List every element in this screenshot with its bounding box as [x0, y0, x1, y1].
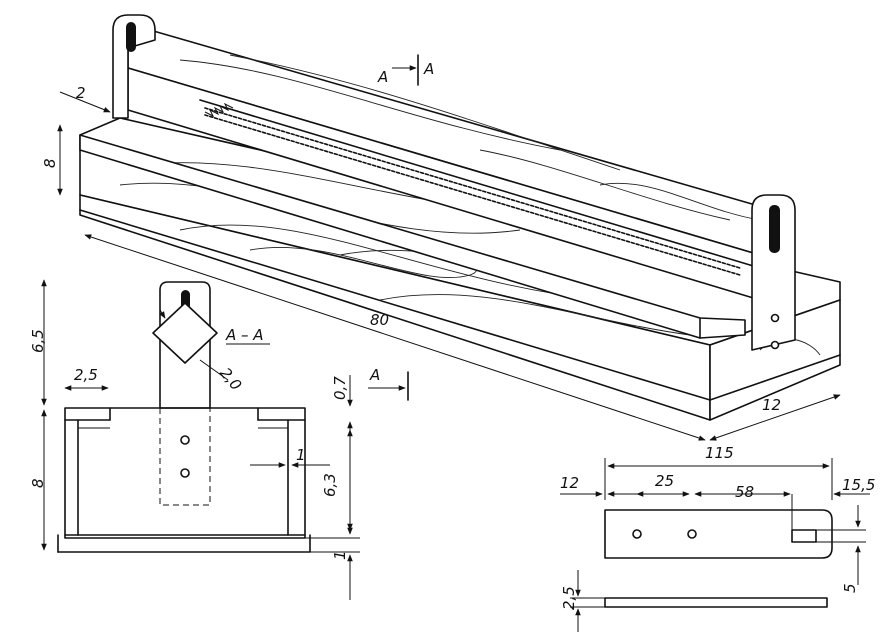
iso-gap-label: 2 — [76, 84, 86, 102]
section-base-label: 1 — [331, 550, 349, 560]
iso-depth-label: 12 — [762, 396, 781, 414]
section-view: 2,0 А – А А 6,5 8 2,5 0,7 — [29, 279, 409, 600]
left-bracket — [112, 14, 156, 119]
iso-height-label: 8 — [41, 158, 59, 168]
iso-dimensions: 2 8 80 12 А А — [41, 54, 841, 441]
section-diag-label: 2,0 — [216, 364, 245, 394]
section-wall-label: 1 — [296, 446, 306, 464]
iso-length-label: 80 — [370, 311, 389, 329]
right-bracket — [751, 194, 796, 351]
section-marker-right: А — [423, 60, 434, 78]
bracket-view: 115 12 25 58 15,5 5 2,5 — [560, 444, 875, 632]
section-marker-left: А — [377, 68, 388, 86]
bracket-mid-label: 58 — [735, 483, 754, 501]
bracket-left-label: 12 — [560, 474, 579, 492]
bracket-thick-label: 2,5 — [560, 586, 578, 610]
section-height-label: 8 — [29, 478, 47, 488]
bracket-total-label: 115 — [705, 444, 734, 462]
bracket-notch-label: 5 — [841, 583, 859, 593]
section-top-label: 6,5 — [29, 329, 47, 353]
section-step-label: 2,5 — [74, 366, 98, 384]
section-slot-label: 0,7 — [331, 376, 349, 400]
bracket-right-label: 15,5 — [842, 476, 875, 494]
bracket-holegap-label: 25 — [655, 472, 674, 490]
isometric-view: 2 8 80 12 А А — [41, 14, 841, 441]
section-marker-sv: А — [369, 366, 380, 384]
section-title: А – А — [225, 326, 264, 344]
section-rail-label: 6,3 — [321, 473, 339, 497]
